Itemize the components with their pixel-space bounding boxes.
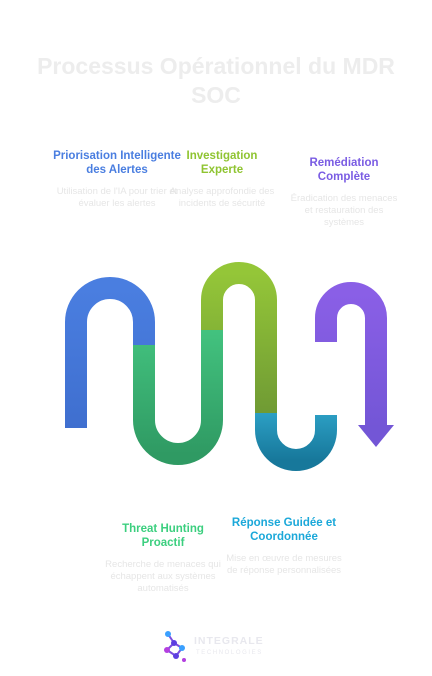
page-title: Processus Opérationnel du MDR SOC [37, 53, 395, 108]
company-logo: INTEGRALE TECHNOLOGIES [160, 630, 280, 664]
step-description: Éradication des menaces et restauration … [290, 193, 398, 228]
step-title: Réponse Guidée et Coordonnée [231, 517, 337, 543]
flow-segment-priorisation [65, 277, 155, 428]
step-title: Investigation Experte [186, 150, 258, 176]
flow-segment-investigation [201, 262, 277, 415]
step-description: Analyse approfondie des incidents de séc… [169, 186, 275, 209]
step-title: Priorisation Intelligente des Alertes [53, 150, 181, 176]
flow-segment-remediation [315, 282, 387, 428]
flow-segment-threat-hunting [133, 328, 223, 465]
step-title: Remédiation Complète [309, 157, 379, 183]
logo-tagline: TECHNOLOGIES [196, 650, 263, 656]
step-description: Mise en œuvre de mesures de réponse pers… [226, 553, 342, 576]
step-remediation: Remédiation Complète Éradication des men… [290, 156, 398, 229]
step-description: Utilisation de l'IA pour trier et évalue… [56, 186, 178, 209]
step-description: Recherche de menaces qui échappent aux s… [105, 559, 221, 594]
step-reponse: Réponse Guidée et Coordonnée Mise en œuv… [222, 516, 346, 577]
arrow-head-icon [358, 425, 394, 447]
step-priorisation: Priorisation Intelligente des Alertes Ut… [52, 149, 182, 210]
flow-segment-reponse [255, 413, 337, 471]
step-threat-hunting: Threat Hunting Proactif Recherche de men… [104, 522, 222, 595]
logo-mark-icon [164, 631, 186, 662]
step-title: Threat Hunting Proactif [122, 523, 204, 549]
step-investigation: Investigation Experte Analyse approfondi… [166, 149, 278, 210]
logo-name: INTEGRALE [194, 635, 264, 647]
